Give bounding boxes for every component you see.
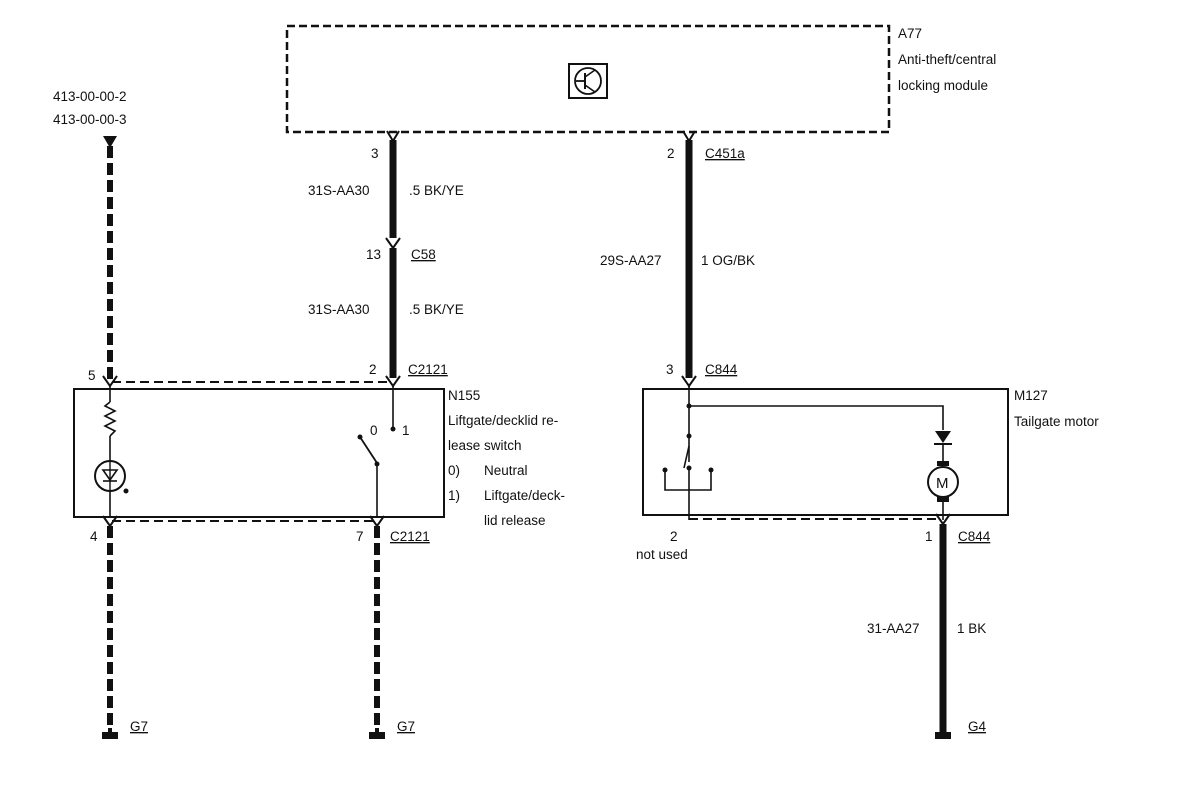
wire-a-circuit-lower: 31S-AA30 <box>308 302 370 317</box>
switch-box <box>73 388 445 518</box>
module-pin-left: 3 <box>371 146 379 161</box>
switch-pos0-label: Neutral <box>484 463 528 478</box>
switch-name-line2: lease switch <box>448 438 522 453</box>
switch-contact-0: 0 <box>370 423 378 438</box>
ground-label-right: G4 <box>968 719 987 734</box>
c58-connector-icon <box>385 237 401 250</box>
motor-not-used-label: not used <box>636 547 688 562</box>
motor-icon <box>927 461 959 520</box>
indicator-lamp-icon <box>94 460 129 518</box>
wire-a-color-lower: .5 BK/YE <box>409 302 464 317</box>
anti-theft-module-box <box>285 24 891 134</box>
ground-icon-middle <box>369 728 385 739</box>
wire-b-color: 1 OG/BK <box>701 253 755 268</box>
diode-icon <box>689 405 952 464</box>
resistor-icon <box>103 386 117 462</box>
transistor-icon <box>568 63 608 99</box>
module-name-line1: Anti-theft/central <box>898 52 996 67</box>
ground-icon-left <box>102 728 118 739</box>
switch-pin-top-left: 5 <box>88 368 96 383</box>
ground-wire-circuit: 31-AA27 <box>867 621 920 636</box>
motor-pin-bottom-left: 2 <box>670 529 678 544</box>
ground-icon-right <box>935 732 951 739</box>
switch-pin-bottom-right: 7 <box>356 529 364 544</box>
module-pin-right: 2 <box>667 146 675 161</box>
module-id: A77 <box>898 26 922 41</box>
switch-pos1-label-line1: Liftgate/deck- <box>484 488 565 503</box>
ground-label-middle: G7 <box>397 719 415 734</box>
motor-connector-bottom: C844 <box>958 529 991 544</box>
reference-line1: 413-00-00-2 <box>53 89 127 104</box>
switch-connector-top: C2121 <box>408 362 448 377</box>
ground-label-left: G7 <box>130 719 148 734</box>
reference-line2: 413-00-00-3 <box>53 112 127 127</box>
motor-box <box>642 388 1009 516</box>
c58-connector: C58 <box>411 247 436 262</box>
switch-name-line1: Liftgate/decklid re- <box>448 413 558 428</box>
switch-contact-icon <box>357 386 396 518</box>
motor-name: Tailgate motor <box>1014 414 1099 429</box>
limit-switch-icon <box>662 386 714 520</box>
switch-id: N155 <box>448 388 480 403</box>
reference-arrow-icon <box>103 136 117 148</box>
motor-pin-bottom-right: 1 <box>925 529 933 544</box>
module-name-line2: locking module <box>898 78 988 93</box>
switch-pin-bottom-left: 4 <box>90 529 98 544</box>
motor-id: M127 <box>1014 388 1048 403</box>
switch-pos0-num: 0) <box>448 463 460 478</box>
switch-pos1-label-line2: lid release <box>484 513 546 528</box>
switch-pin-top-right: 2 <box>369 362 377 377</box>
c58-pin: 13 <box>366 247 381 262</box>
wire-a-circuit-upper: 31S-AA30 <box>308 183 370 198</box>
wire-a-color-upper: .5 BK/YE <box>409 183 464 198</box>
switch-pos1-num: 1) <box>448 488 460 503</box>
switch-connector-bottom: C2121 <box>390 529 430 544</box>
ground-wire-color: 1 BK <box>957 621 986 636</box>
motor-connector-top: C844 <box>705 362 738 377</box>
wire-b-circuit: 29S-AA27 <box>600 253 662 268</box>
motor-letter: M <box>936 475 949 492</box>
switch-contact-1: 1 <box>402 423 410 438</box>
motor-pin-top: 3 <box>666 362 674 377</box>
module-connector-right: C451a <box>705 146 745 161</box>
